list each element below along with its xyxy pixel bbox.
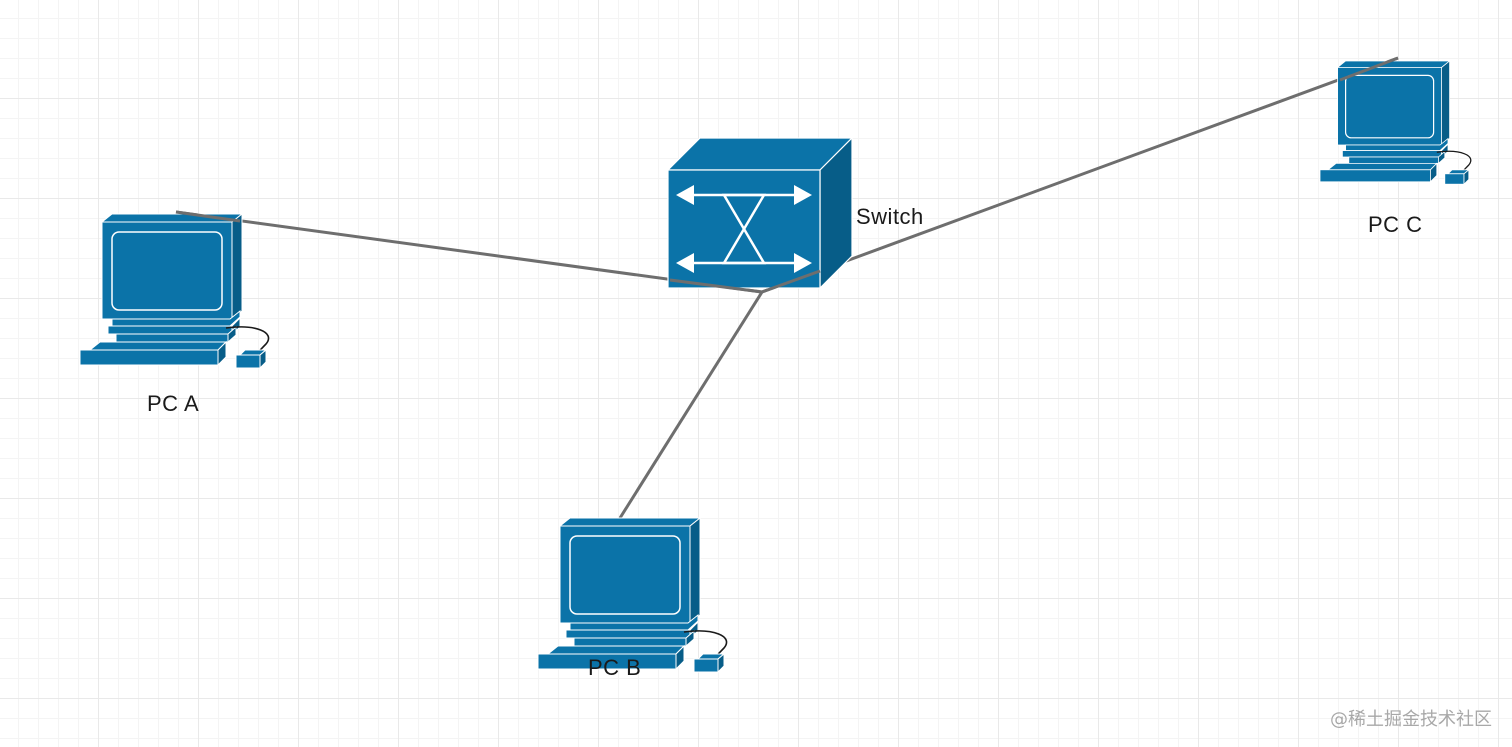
watermark-text: @稀土掘金技术社区	[1330, 709, 1492, 730]
link-pc-b-switch	[618, 291, 764, 519]
desktop-computer-icon	[79, 213, 270, 369]
pc-c-label: PC C	[1368, 212, 1423, 237]
pc-b-label: PC B	[588, 655, 642, 680]
network-switch-icon	[666, 136, 854, 290]
link-pc-a-switch	[175, 210, 763, 294]
pc-a-label: PC A	[147, 391, 200, 416]
desktop-computer-icon	[537, 517, 728, 673]
pc-a-node[interactable]	[79, 213, 270, 369]
pc-b-node[interactable]	[537, 517, 728, 673]
link-pc-c-switch	[761, 56, 1399, 294]
links	[175, 56, 1399, 519]
switch-node[interactable]	[666, 136, 854, 290]
switch-label: Switch	[856, 204, 924, 229]
